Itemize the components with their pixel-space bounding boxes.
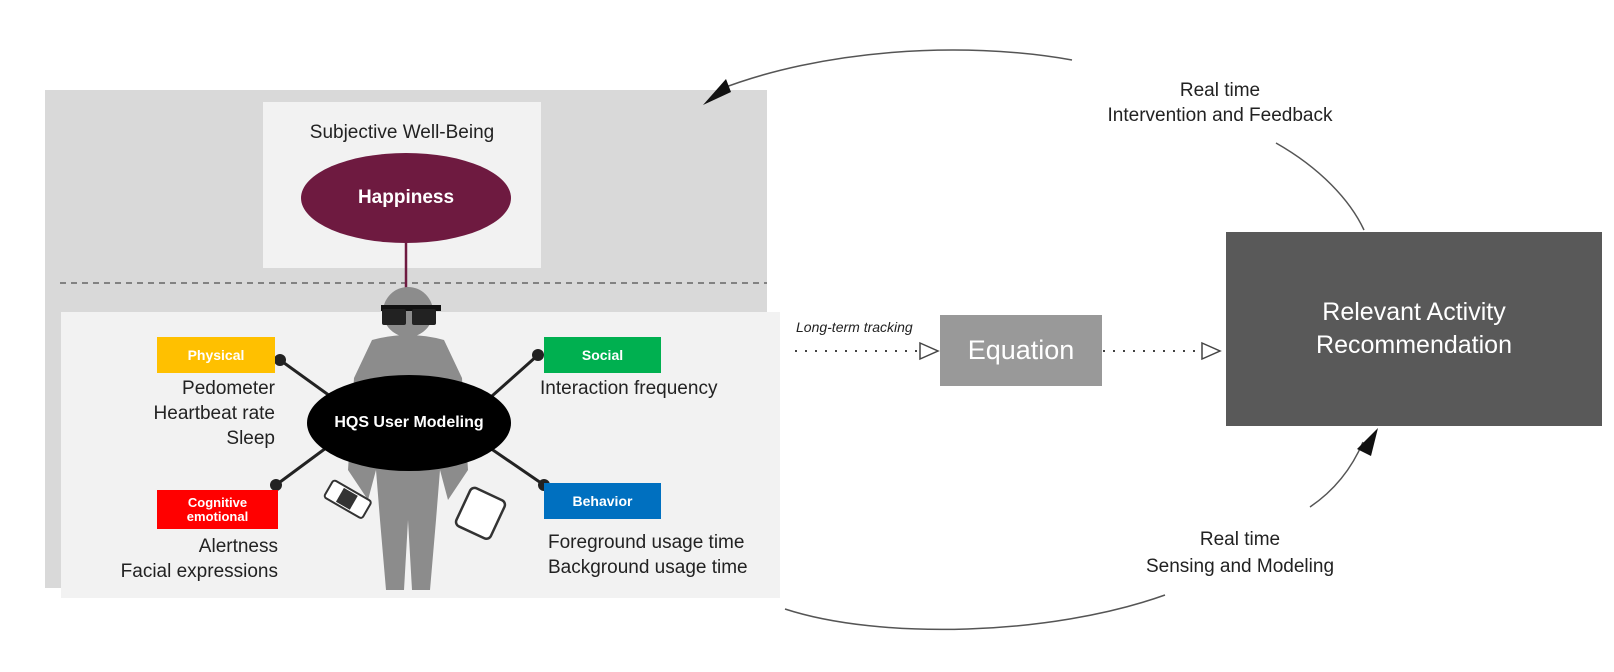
social-items: Interaction frequency (540, 376, 760, 401)
feedback-arrowhead-icon (703, 79, 731, 105)
recommendation-line2: Recommendation (1316, 331, 1512, 359)
spokes (275, 353, 545, 487)
cognitive-item: Alertness (198, 536, 278, 557)
behavior-tag: Behavior (544, 483, 661, 519)
feedback-label: Real time Intervention and Feedback (1040, 78, 1400, 128)
wellbeing-label: Subjective Well-Being (309, 122, 495, 143)
cognitive-items: Alertness Facial expressions (80, 534, 278, 584)
sensing-curve-right (1309, 441, 1364, 508)
behavior-items: Foreground usage time Background usage t… (548, 530, 778, 580)
smart-glasses-icon (381, 305, 441, 325)
sensing-arrowhead-icon (1357, 428, 1378, 456)
equation-arrowhead (1201, 341, 1222, 361)
physical-tag: Physical (157, 337, 275, 373)
spoke-dots (270, 349, 550, 491)
cognitive-tag: Cognitive emotional (157, 490, 278, 529)
sensing-label-line1: Real time (1199, 529, 1281, 550)
cognitive-item: Facial expressions (120, 561, 278, 582)
recommendation-line1: Relevant Activity (1322, 298, 1506, 326)
sensing-curve (784, 594, 1166, 631)
feedback-curve-right (1275, 142, 1365, 231)
behavior-item: Background usage time (548, 557, 748, 578)
feedback-curve (717, 49, 1073, 91)
happiness-node: Happiness (301, 153, 511, 243)
social-tag: Social (544, 337, 661, 373)
feedback-label-line2: Intervention and Feedback (1107, 105, 1333, 126)
physical-item: Pedometer (182, 378, 275, 399)
sensing-label-line2: Sensing and Modeling (1145, 556, 1335, 577)
cognitive-tag-line1: Cognitive (187, 494, 248, 510)
sensing-label: Real time Sensing and Modeling (1060, 526, 1420, 580)
physical-item: Sleep (226, 428, 275, 449)
physical-item: Heartbeat rate (153, 403, 275, 424)
tracking-arrowhead (919, 341, 940, 361)
social-item: Interaction frequency (540, 378, 718, 399)
smartwatch-icon (323, 479, 372, 519)
feedback-label-line1: Real time (1179, 80, 1261, 101)
physical-items: Pedometer Heartbeat rate Sleep (120, 376, 275, 451)
tracking-label: Long-term tracking (796, 319, 913, 335)
cognitive-tag-line2: emotional (186, 508, 249, 524)
recommendation-node: Relevant Activity Recommendation (1226, 232, 1602, 426)
equation-node: Equation (940, 315, 1102, 386)
user-modeling-node: HQS User Modeling (307, 375, 511, 471)
behavior-item: Foreground usage time (548, 532, 745, 553)
tablet-icon (454, 486, 507, 540)
